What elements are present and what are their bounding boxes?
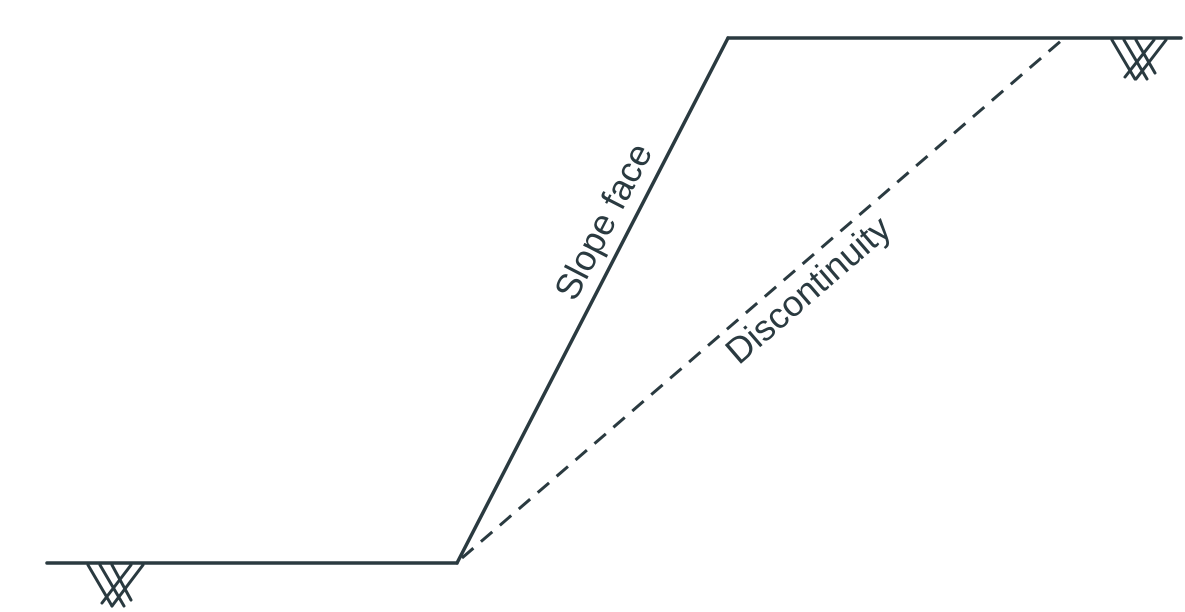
discontinuity-label: Discontinuity xyxy=(717,207,898,371)
discontinuity-line xyxy=(461,38,1063,560)
ground-hatch-icon xyxy=(86,563,145,608)
slope-face-line xyxy=(455,36,730,565)
ground-hatch-icon xyxy=(1110,38,1168,81)
